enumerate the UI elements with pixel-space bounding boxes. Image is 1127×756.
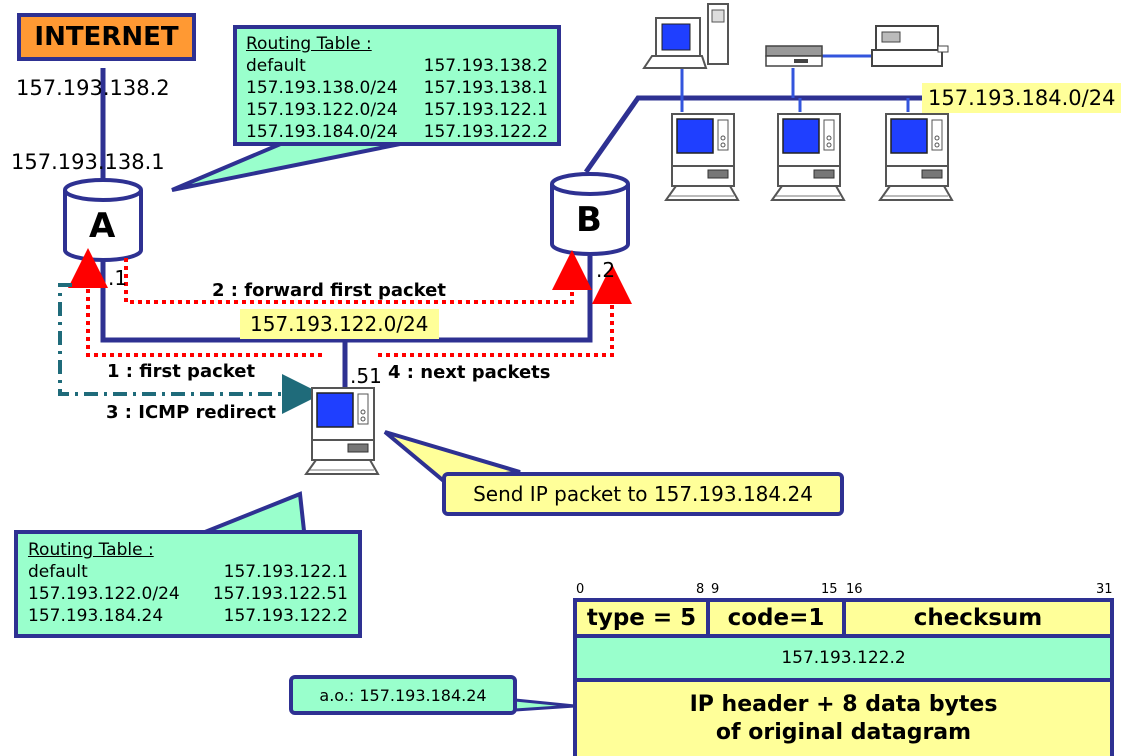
net-main-label: 157.193.122.0/24	[240, 309, 439, 339]
step-1-label: 1 : first packet	[107, 361, 256, 382]
bit-8: 8	[696, 582, 705, 597]
rt-host-gw: 157.193.122.1	[223, 562, 348, 582]
lan-pc-3	[879, 113, 953, 201]
icmp-code-field: code=1	[706, 598, 846, 638]
rt-host-gw: 157.193.122.2	[223, 606, 348, 626]
router-a	[63, 178, 143, 262]
router-a-if: .1	[108, 266, 128, 290]
icmp-code-text: code=1	[727, 605, 825, 631]
rt-a-dest: 157.193.122.0/24	[246, 100, 398, 120]
callout-ao-pointer	[513, 698, 576, 712]
router-b-name: B	[576, 200, 602, 240]
step-3-label: 3 : ICMP redirect	[106, 402, 277, 423]
rt-host-gw: 157.193.122.51	[212, 584, 348, 604]
lan-pc-1	[665, 113, 739, 201]
rt-a-dest: 157.193.184.0/24	[246, 122, 398, 142]
icmp-type-field: type = 5	[573, 598, 710, 638]
lan-hub	[765, 45, 823, 67]
bit-31: 31	[1096, 582, 1113, 597]
rt-a-gw: 157.193.122.1	[423, 100, 548, 120]
icmp-payload-field: IP header + 8 data bytes of original dat…	[573, 678, 1114, 756]
ao-callout-text: a.o.: 157.193.184.24	[319, 685, 487, 705]
routing-table-a-row: 157.193.122.0/24 157.193.122.1	[246, 99, 548, 121]
router-b-if: .2	[596, 258, 616, 282]
bit-15: 15	[821, 582, 838, 597]
routing-table-host-row: 157.193.122.0/24 157.193.122.51	[28, 583, 348, 605]
arrow-step4	[378, 264, 632, 357]
rt-a-gw: 157.193.122.2	[423, 122, 548, 142]
arrow-step1	[68, 248, 322, 357]
rt-a-gw: 157.193.138.2	[423, 56, 548, 76]
icmp-gateway-field: 157.193.122.2	[573, 634, 1114, 682]
host-computer	[305, 387, 379, 475]
router-a-name: A	[89, 206, 116, 246]
bit-0: 0	[576, 582, 585, 597]
icmp-payload-line2: of original datagram	[715, 720, 972, 745]
ao-callout: a.o.: 157.193.184.24	[289, 675, 517, 715]
host-if: .51	[350, 364, 382, 388]
rt-host-dest: default	[28, 562, 88, 582]
internet-cloud: INTERNET	[17, 13, 196, 61]
callout-a-pointer	[171, 138, 421, 192]
router-b	[550, 172, 630, 256]
icmp-gateway-text: 157.193.122.2	[781, 648, 906, 668]
rt-a-dest: default	[246, 56, 306, 76]
ip-internet-side: 157.193.138.2	[16, 76, 170, 100]
bit-9: 9	[711, 582, 720, 597]
lan-printer	[871, 25, 949, 67]
icmp-type-text: type = 5	[586, 605, 697, 631]
lan-workstation	[642, 3, 729, 69]
routing-table-host: Routing Table : default 157.193.122.1 15…	[14, 530, 362, 638]
ip-router-a-ext: 157.193.138.1	[11, 150, 165, 174]
routing-table-host-title: Routing Table :	[28, 540, 154, 560]
routing-table-a-row: 157.193.184.0/24 157.193.122.2	[246, 121, 548, 143]
rt-host-dest: 157.193.122.0/24	[28, 584, 180, 604]
arrow-step2	[124, 250, 592, 304]
routing-table-a-title: Routing Table :	[246, 34, 372, 54]
rt-host-dest: 157.193.184.24	[28, 606, 164, 626]
send-callout: Send IP packet to 157.193.184.24	[442, 472, 844, 516]
step-2-label: 2 : forward first packet	[212, 280, 446, 301]
routing-table-host-row: 157.193.184.24 157.193.122.2	[28, 605, 348, 627]
net-lan-label: 157.193.184.0/24	[922, 83, 1122, 113]
step-4-label: 4 : next packets	[388, 362, 551, 383]
routing-table-a: Routing Table : default 157.193.138.2 15…	[233, 25, 561, 146]
send-callout-text: Send IP packet to 157.193.184.24	[473, 482, 813, 506]
lan-backbone	[583, 95, 940, 174]
bit-16: 16	[846, 582, 863, 597]
routing-table-host-row: default 157.193.122.1	[28, 561, 348, 583]
internet-label: INTERNET	[34, 22, 179, 52]
lan-pc-2	[771, 113, 845, 201]
arrow-step3	[58, 283, 322, 414]
routing-table-a-row: 157.193.138.0/24 157.193.138.1	[246, 77, 548, 99]
icmp-checksum-text: checksum	[913, 605, 1043, 631]
rt-a-gw: 157.193.138.1	[423, 78, 548, 98]
routing-table-a-row: default 157.193.138.2	[246, 55, 548, 77]
rt-a-dest: 157.193.138.0/24	[246, 78, 398, 98]
icmp-payload-line1: IP header + 8 data bytes	[689, 692, 998, 717]
icmp-checksum-field: checksum	[842, 598, 1114, 638]
